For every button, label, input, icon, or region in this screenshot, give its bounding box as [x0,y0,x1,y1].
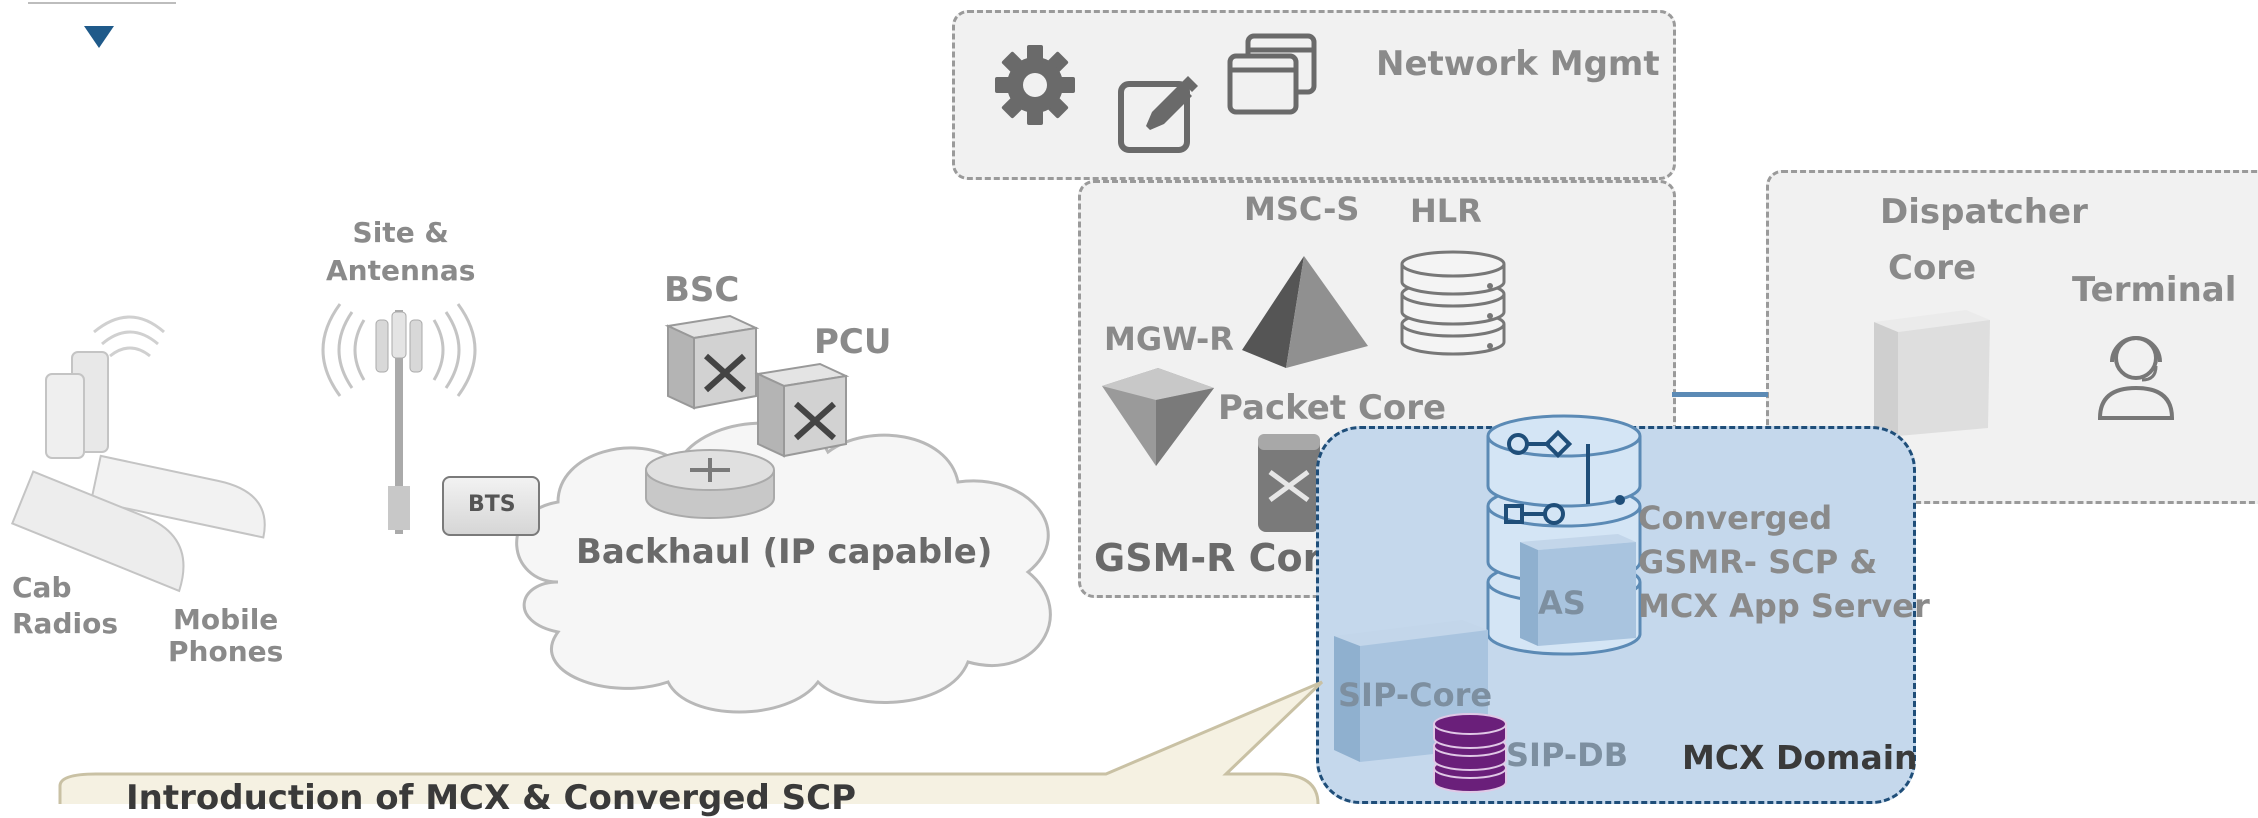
callout-bubble [58,680,1324,805]
sip-db-label: SIP-DB [1506,736,1629,774]
msc-s-label: MSC-S [1244,190,1360,228]
dispatcher-core-label: Core [1888,248,1977,288]
mobile-phones-icon [45,315,165,459]
dispatcher-title: Dispatcher [1880,192,2088,232]
cab-radios-trains-icon [10,454,266,593]
converged-label: Converged GSMR- SCP & MCX App Server [1638,499,1930,625]
mgw-r-icon [1102,368,1214,466]
as-label: AS [1538,584,1586,622]
terminal-label: Terminal [2072,270,2237,310]
antenna-tower-icon [321,303,477,534]
sip-core-label: SIP-Core [1338,676,1493,714]
gear-icon [995,45,1075,125]
hlr-database-icon [1400,250,1506,356]
network-mgmt-title: Network Mgmt [1376,44,1660,84]
edit-icon [1118,76,1198,153]
packet-core-switch-icon [1258,434,1320,532]
callout-text: Introduction of MCX & Converged SCP [126,778,856,818]
cab-radios-label: Cab Radios [12,571,118,640]
gsmr-core-title: GSM-R Core [1094,536,1348,580]
dispatcher-core-cube-icon [1874,310,1990,436]
top-underline [28,2,176,4]
pcu-switch-icon [754,362,850,458]
backhaul-label: Backhaul (IP capable) [576,532,993,572]
mgw-r-label: MGW-R [1104,320,1234,358]
msc-s-pyramid-icon [1242,256,1368,368]
site-antennas-label: Site & Antennas [326,216,476,287]
bts-label: BTS [468,492,516,517]
router-icon [645,449,775,519]
packet-core-label: Packet Core [1218,388,1447,428]
as-cube-icon [1520,534,1636,646]
bts-box [442,476,540,536]
mcx-domain-title: MCX Domain [1682,738,1918,777]
bsc-label: BSC [664,270,740,310]
pcu-label: PCU [814,322,892,362]
caret-down-icon[interactable] [84,26,116,50]
bsc-switch-icon [664,314,760,410]
windows-icon [1227,33,1317,115]
mobile-phones-label: Mobile Phones [168,603,284,668]
hlr-label: HLR [1410,192,1482,230]
connector-line [1672,392,1768,397]
sip-db-database-icon [1433,713,1507,793]
headset-user-icon [2097,336,2175,420]
